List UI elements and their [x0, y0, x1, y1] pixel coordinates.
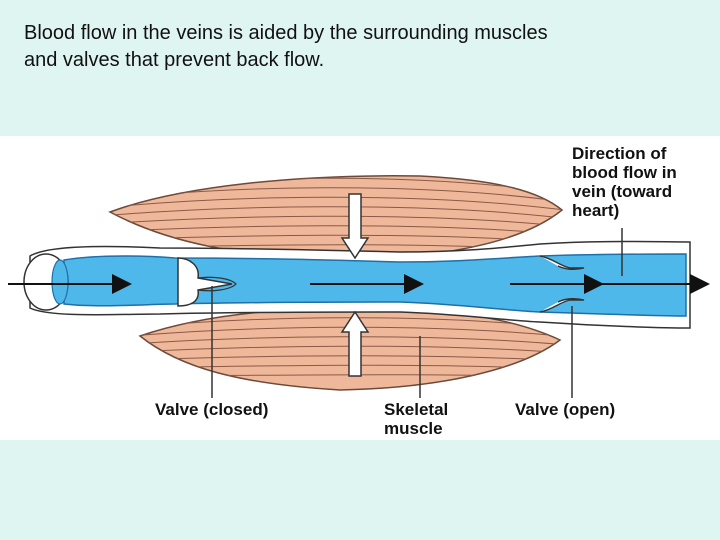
skeletal-label-line1: Skeletal — [384, 400, 449, 419]
vein-end-lumen — [51, 259, 69, 305]
vein-diagram: Direction of blood flow in vein (toward … — [0, 136, 720, 440]
slide-text-line1: Blood flow in the veins is aided by the … — [24, 22, 548, 44]
vein-illustration — [8, 175, 710, 398]
direction-label-line3: vein (toward — [572, 182, 673, 201]
valve-open-label: Valve (open) — [515, 400, 616, 419]
valve-closed-shape — [177, 257, 237, 307]
direction-of-flow-label: Direction of blood flow in vein (toward … — [572, 144, 712, 220]
slide-text: Blood flow in the veins is aided by the … — [24, 20, 694, 74]
slide-text-line2: and valves that prevent back flow. — [24, 49, 325, 71]
direction-label-line4: heart) — [572, 201, 620, 220]
leader-lines — [211, 228, 623, 398]
valve-open-shape — [539, 255, 585, 313]
upper-skeletal-muscle — [108, 175, 564, 261]
muscle-pressure-arrows — [340, 193, 370, 377]
skeletal-muscle-label: Skeletal muscle — [384, 400, 484, 438]
skeletal-label-line2: muscle — [384, 419, 443, 438]
direction-label-line1: Direction of — [572, 144, 667, 163]
valve-closed-label: Valve (closed) — [155, 400, 269, 419]
direction-label-line2: blood flow in — [572, 163, 677, 182]
